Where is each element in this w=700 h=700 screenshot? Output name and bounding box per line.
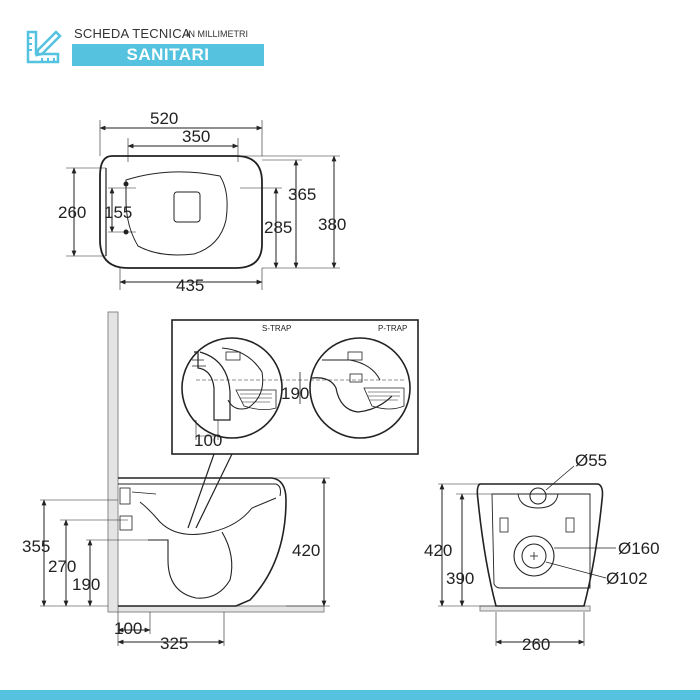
zoom-leader (195, 453, 233, 529)
dim-label-350: 350 (182, 127, 210, 146)
flush-button (173, 191, 201, 223)
category-banner: SANITARI (72, 44, 264, 66)
dim-label-285: 285 (264, 218, 292, 237)
outlet-102 (521, 543, 547, 569)
outlet-160 (513, 535, 555, 577)
top-view (66, 120, 340, 290)
toilet-body (118, 477, 287, 607)
bowl-opening (125, 171, 228, 256)
floor (117, 605, 325, 613)
ruler-pencil-icon (24, 26, 64, 66)
front-view (438, 465, 616, 646)
dim-label-d102: Ø102 (606, 569, 648, 588)
s-trap-label: S-TRAP (262, 324, 291, 333)
s-trap-circle (181, 337, 283, 439)
header-title: SCHEDA TECNICA (74, 26, 191, 41)
detail-frame (171, 319, 419, 455)
dim-label-d55: Ø55 (575, 451, 607, 470)
seat-outline (99, 155, 263, 269)
trap-detail (171, 319, 419, 529)
tank-outline (491, 493, 591, 589)
dim-label-d160: Ø160 (618, 539, 660, 558)
dim-label-190-side: 190 (72, 575, 100, 594)
inner-bowl (139, 497, 277, 535)
dim-label-420-side: 420 (292, 541, 320, 560)
drain-path (148, 531, 233, 599)
dim-label-260: 260 (58, 203, 86, 222)
dim-label-365: 365 (288, 185, 316, 204)
p-trap-circle (309, 337, 411, 439)
dim-label-155: 155 (104, 203, 132, 222)
dim-label-355: 355 (22, 537, 50, 556)
footer-bar (0, 690, 700, 700)
dim-label-380: 380 (318, 215, 346, 234)
zoom-leader (187, 453, 215, 529)
dim-label-260-front: 260 (522, 635, 550, 654)
dim-label-390: 390 (446, 569, 474, 588)
header: SCHEDA TECNICA IN MILLIMETRI SANITARI (0, 0, 700, 80)
header-subtitle: IN MILLIMETRI (186, 29, 249, 39)
dim-label-270: 270 (48, 557, 76, 576)
side-view (40, 311, 330, 646)
dim-label-190-detail: 190 (281, 384, 309, 403)
inlet-collar (517, 493, 559, 509)
dim-label-100-detail: 100 (194, 431, 222, 450)
front-body (476, 483, 604, 607)
dim-label-100-side: 100 (114, 619, 142, 638)
seat-lid (118, 483, 281, 497)
dim-label-520: 520 (150, 109, 178, 128)
fixing-hole (123, 181, 129, 187)
dim-label-435: 435 (176, 276, 204, 295)
dim-label-420-front: 420 (424, 541, 452, 560)
p-trap-label: P-TRAP (378, 324, 407, 333)
dim-label-325: 325 (160, 634, 188, 653)
wall (107, 311, 119, 613)
inlet-55 (529, 487, 547, 505)
